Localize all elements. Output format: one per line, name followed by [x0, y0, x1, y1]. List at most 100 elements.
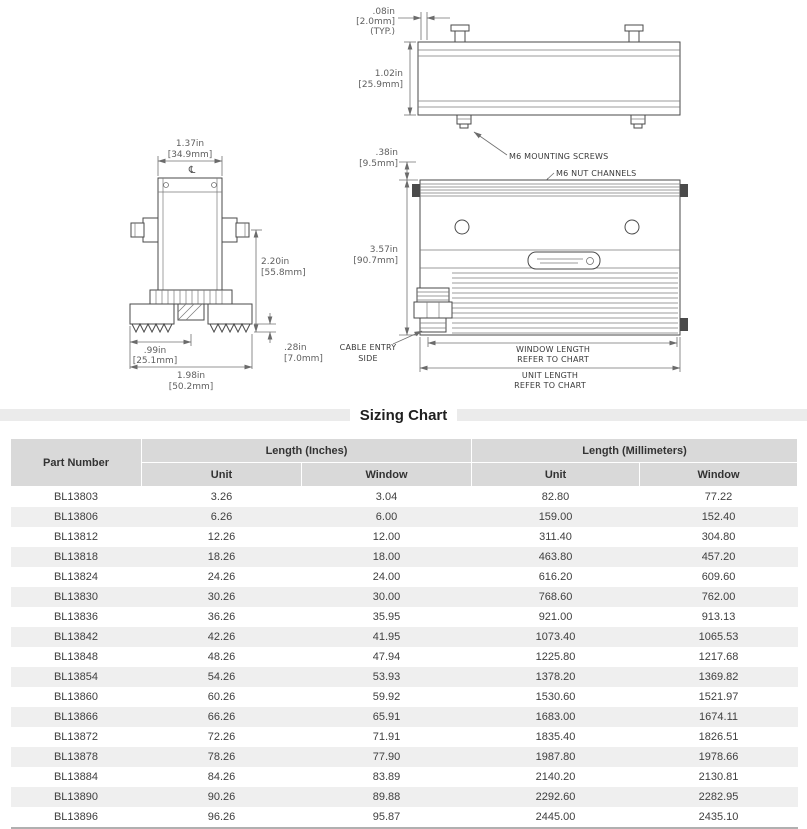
dim-front-total-mm: [50.2mm]: [169, 382, 214, 392]
part-number-cell: BL13806: [10, 507, 142, 527]
sizing-chart-title-row: Sizing Chart: [0, 402, 807, 428]
col-group-inches: Length (Inches): [140, 438, 473, 463]
front-view-drawing: [129, 177, 253, 334]
value-cell: 66.26: [141, 707, 302, 727]
value-cell: 463.80: [471, 547, 640, 567]
part-number-cell: BL13836: [53, 611, 99, 623]
value-cell: 1217.68: [698, 651, 739, 663]
centerline-symbol: ℄: [188, 165, 196, 176]
value-cell: 3.04: [375, 491, 398, 503]
dim-front-height-mm: [55.8mm]: [261, 268, 306, 278]
value-cell: 1826.51: [698, 731, 739, 743]
value-cell: 1835.40: [535, 731, 576, 743]
value-cell: 12.00: [372, 531, 401, 543]
value-cell: 12.26: [207, 531, 236, 543]
brand-logo: [527, 251, 601, 270]
title-divider-left: [0, 409, 350, 421]
value-cell: 53.93: [301, 667, 472, 687]
label-cable-entry-1: CABLE ENTRY: [340, 343, 397, 352]
value-cell: 1378.20: [471, 667, 640, 687]
dim-typ-note: (TYP.): [370, 27, 395, 37]
nut-channel-hole-left: [454, 219, 470, 235]
value-cell: 304.80: [701, 531, 736, 543]
sizing-chart-title: Sizing Chart: [359, 406, 448, 424]
col-header-mm-window: Window: [639, 462, 799, 487]
dim-front-half-mm: [25.1mm]: [133, 356, 178, 366]
value-cell: 1073.40: [471, 627, 640, 647]
part-number-cell: BL13803: [53, 491, 99, 503]
dim-typ-mm: [2.0mm]: [356, 17, 395, 27]
value-cell: 96.26: [207, 811, 236, 823]
col-group-millimeters: Length (Millimeters): [471, 438, 799, 463]
col-header-part-number: Part Number: [10, 438, 142, 487]
part-number-cell: BL13890: [10, 787, 142, 807]
front-view-dimensions: 1.37in [34.9mm] ℄ 2.20in [55.8mm] .99in …: [129, 139, 323, 392]
label-nut-channels: M6 NUT CHANNELS: [556, 169, 636, 178]
value-cell: 24.00: [372, 571, 401, 583]
value-cell: 36.26: [207, 611, 236, 623]
side-view-dimensions: .38in [9.5mm] 3.57in [90.7mm] CABLE ENTR…: [340, 148, 681, 390]
part-number-cell: BL13866: [10, 707, 142, 727]
part-number-cell: BL13848: [53, 651, 99, 663]
value-cell: 1683.00: [471, 707, 640, 727]
value-cell: 1369.82: [639, 667, 798, 687]
value-cell: 913.13: [701, 611, 736, 623]
value-cell: 54.26: [141, 667, 302, 687]
value-cell: 1978.66: [639, 747, 798, 767]
col-header-inches-unit: Unit: [141, 462, 302, 487]
value-cell: 30.26: [141, 587, 302, 607]
technical-drawings: 1.37in [34.9mm] ℄ 2.20in [55.8mm] .99in …: [0, 0, 807, 400]
value-cell: 159.00: [471, 507, 640, 527]
value-cell: 90.26: [141, 787, 302, 807]
mounting-screw-top-left: [450, 24, 470, 43]
value-cell: 762.00: [639, 587, 798, 607]
value-cell: 2140.20: [535, 771, 576, 783]
side-clamp-screw-left: [130, 217, 159, 243]
dim-front-total-in: 1.98in: [177, 371, 205, 381]
end-screw-top-right: [680, 184, 688, 197]
part-number-cell: BL13878: [10, 747, 142, 767]
value-cell: 83.89: [372, 771, 401, 783]
heatsink-fins: [452, 272, 678, 334]
value-cell: 2282.95: [639, 787, 798, 807]
sizing-table-header: Part Number Length (Inches) Length (Mill…: [10, 438, 799, 487]
value-cell: 71.91: [372, 731, 401, 743]
value-cell: 616.20: [538, 571, 573, 583]
part-number-cell: BL13818: [10, 547, 142, 567]
mounting-screw-top-right: [624, 24, 644, 43]
value-cell: 18.00: [301, 547, 472, 567]
dim-typ-in: .08in: [372, 7, 395, 17]
mounting-nut-bottom-right: [630, 114, 646, 129]
label-window-length-1: WINDOW LENGTH: [516, 345, 590, 354]
value-cell: 41.95: [301, 627, 472, 647]
value-cell: 42.26: [141, 627, 302, 647]
value-cell: 65.91: [301, 707, 472, 727]
sizing-table: Part Number Length (Inches) Length (Mill…: [10, 438, 799, 829]
mounting-nut-bottom-left: [456, 114, 472, 129]
value-cell: 2130.81: [698, 771, 739, 783]
value-cell: 1674.11: [639, 707, 798, 727]
value-cell: 311.40: [539, 531, 572, 543]
part-number-cell: BL13896: [53, 811, 99, 823]
value-cell: 89.88: [301, 787, 472, 807]
label-mounting-screws: M6 MOUNTING SCREWS: [509, 152, 608, 161]
dim-side-top-in: .38in: [375, 148, 398, 158]
top-view-body: [417, 41, 681, 116]
value-cell: 921.00: [538, 611, 573, 623]
value-cell: 2292.60: [471, 787, 640, 807]
value-cell: 60.26: [207, 691, 236, 703]
cable-gland: [413, 287, 453, 333]
value-cell: 47.94: [372, 651, 401, 663]
